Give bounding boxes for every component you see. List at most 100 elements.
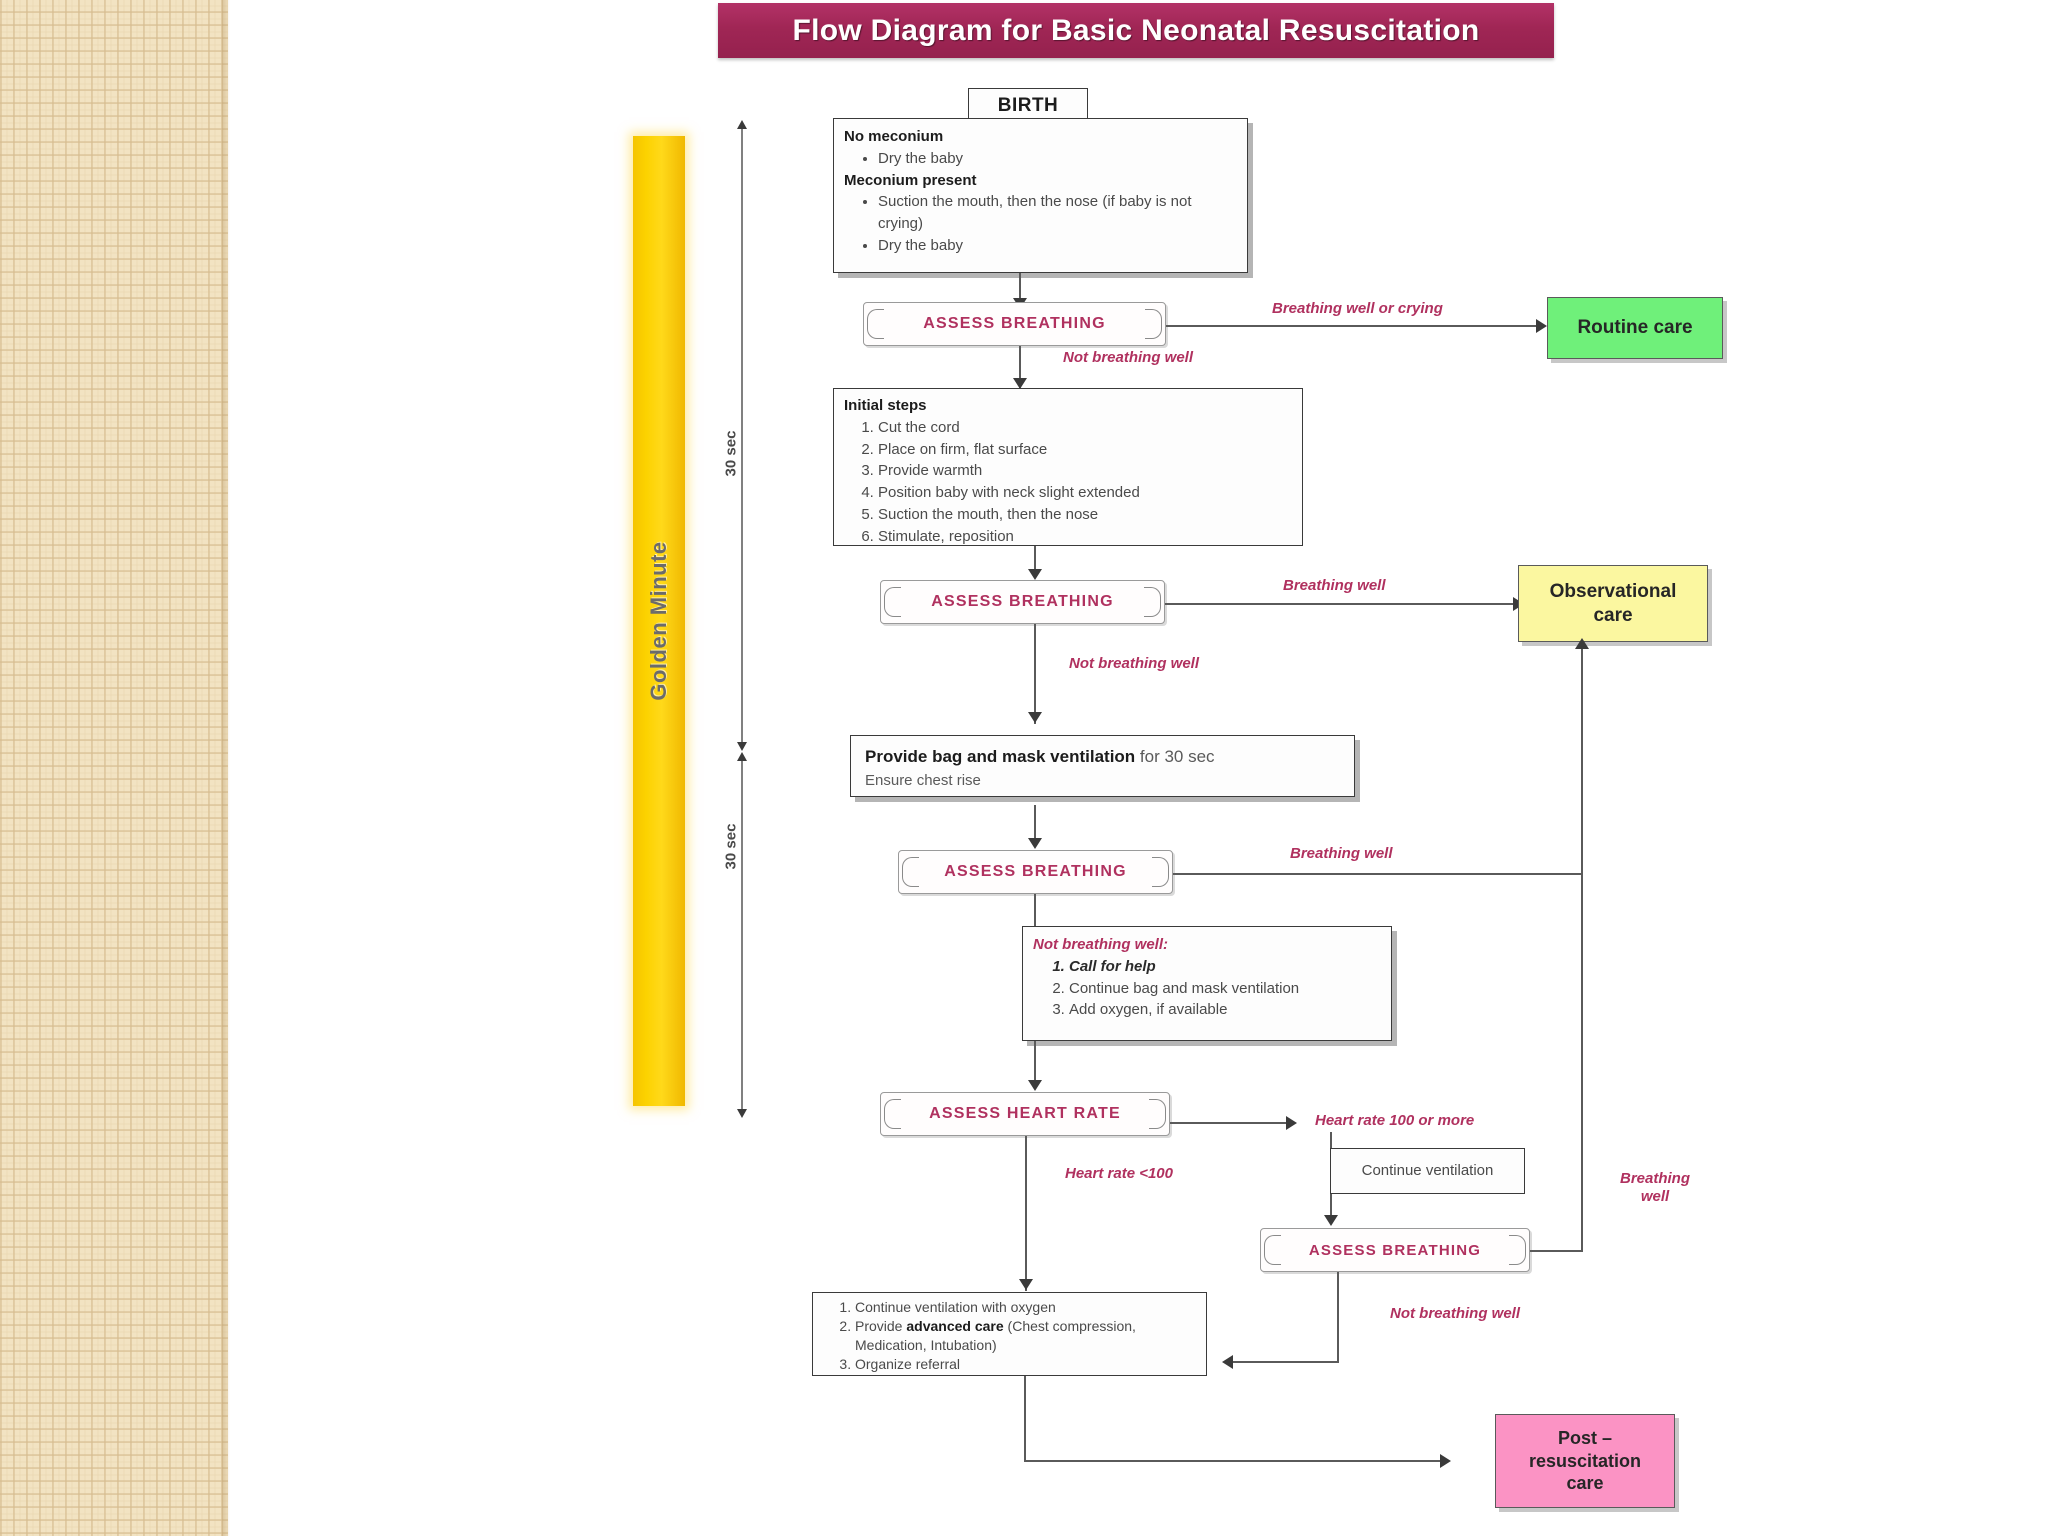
arrow-down-icon-4 [1028,712,1042,723]
bag-mask-rest: for 30 sec [1135,747,1215,766]
connector-right-riser-to-observational [1581,645,1583,875]
arrow-up-icon [1575,638,1589,649]
post-care-line2: resuscitation [1528,1450,1642,1471]
timing-ruler-upper [737,120,747,751]
timing-label-lower: 30 sec [722,823,740,870]
edge-label-breathing-well-4: Breathing well [1610,1170,1700,1206]
connector-assess3-to-actions [1034,894,1036,926]
assess-breathing-2-label: ASSESS BREATHING [931,593,1114,610]
post-care-line3: care [1566,1473,1604,1494]
connector-ventbox-to-assess4 [1330,1194,1332,1222]
list-item: Organize referral [855,1355,1198,1374]
edge-label-not-breathing-well-1: Not breathing well [1063,349,1194,366]
node-assess-breathing-1[interactable]: ASSESS BREATHING [863,302,1166,346]
connector-assess1-to-initial-steps [1019,346,1021,388]
edge-label-heart-rate-100-or-more: Heart rate 100 or more [1315,1112,1475,1129]
assess-heart-rate-label: ASSESS HEART RATE [929,1105,1121,1122]
node-post-resuscitation-care[interactable]: Post – resuscitation care [1495,1414,1675,1508]
edge-label-not-breathing-well-2: Not breathing well [1069,655,1200,672]
connector-initial-steps-to-assess2 [1034,546,1036,576]
breathing-well-4-line2: well [1640,1188,1670,1205]
arrow-down-icon-5 [1028,838,1042,849]
slide-sidebar-edge-shadow [222,0,230,1536]
connector-assess3-breathing-well [1173,873,1583,875]
node-birth-label: BIRTH [997,95,1059,117]
arrow-right-icon-4 [1440,1454,1451,1468]
page-title: Flow Diagram for Basic Neonatal Resuscit… [792,13,1480,47]
arrow-right-icon-3 [1286,1116,1297,1130]
arrow-left-icon [1222,1355,1233,1369]
ruler-arrow-down-icon-2 [737,1109,747,1118]
list-item: Suction the mouth, then the nose (if bab… [878,191,1237,235]
meconium-heading-yes: Meconium present [844,171,977,189]
list-item: Provide warmth [878,460,1292,482]
list-item: Continue ventilation with oxygen [855,1298,1198,1317]
connector-assess2-to-observational [1165,603,1517,605]
node-not-breathing-actions[interactable]: Not breathing well: Call for help Contin… [1022,926,1392,1041]
connector-bagmask-to-assess3 [1034,805,1036,847]
arrow-right-icon [1536,319,1547,333]
list-item: Call for help [1069,956,1381,978]
node-observational-care[interactable]: Observational care [1518,565,1708,642]
routine-care-label: Routine care [1577,317,1693,339]
arrow-down-icon-8 [1019,1279,1033,1290]
node-assess-breathing-4[interactable]: ASSESS BREATHING [1260,1228,1530,1272]
not-breathing-actions-list: Call for help Continue bag and mask vent… [1033,956,1381,1021]
golden-minute-bar: Golden Minute [633,136,685,1106]
edge-label-not-breathing-well-4: Not breathing well [1390,1305,1521,1322]
node-routine-care[interactable]: Routine care [1547,297,1723,359]
arrow-down-icon-6 [1028,1080,1042,1091]
observational-care-label: Observational care [1550,580,1677,628]
node-bag-mask-ventilation[interactable]: Provide bag and mask ventilation for 30 … [850,735,1355,797]
assess-breathing-3-label: ASSESS BREATHING [944,863,1127,880]
edge-label-breathing-well-2: Breathing well [1283,577,1386,594]
post-care-line1: Post – [1557,1428,1612,1449]
assess-breathing-1-label: ASSESS BREATHING [923,315,1106,332]
observational-care-line1: Observational [1549,580,1677,602]
timing-ruler-lower [737,752,747,1118]
edge-label-heart-rate-less-100: Heart rate <100 [1065,1165,1173,1182]
list-item: Stimulate, reposition [878,526,1292,548]
connector-meconium-to-assess1 [1019,273,1021,301]
assess-breathing-4-label: ASSESS BREATHING [1308,1241,1482,1259]
timing-label-upper: 30 sec [722,430,740,477]
node-meconium-instructions[interactable]: No meconium Dry the baby Meconium presen… [833,118,1248,273]
list-item: Cut the cord [878,417,1292,439]
list-item: Place on firm, flat surface [878,439,1292,461]
node-assess-breathing-3[interactable]: ASSESS BREATHING [898,850,1173,894]
node-continue-ventilation[interactable]: Continue ventilation [1330,1148,1525,1194]
connector-advanced-down [1024,1376,1026,1461]
continue-ventilation-label: Continue ventilation [1361,1162,1494,1180]
node-assess-breathing-2[interactable]: ASSESS BREATHING [880,580,1165,624]
arrow-down-icon-3 [1028,569,1042,580]
arrow-down-icon-2 [1013,378,1027,389]
slide-title-bar: Flow Diagram for Basic Neonatal Resuscit… [718,3,1554,58]
list-item: Dry the baby [878,148,1237,170]
advanced-care-list: Continue ventilation with oxygen Provide… [821,1298,1198,1374]
meconium-list-yes: Suction the mouth, then the nose (if bab… [844,191,1237,256]
node-initial-steps[interactable]: Initial steps Cut the cord Place on firm… [833,388,1303,546]
arrow-down-icon-7 [1324,1215,1338,1226]
connector-assess2-to-bagmask [1034,624,1036,724]
meconium-heading-no: No meconium [844,128,944,145]
ruler-arrow-up-icon [737,120,747,129]
node-advanced-care[interactable]: Continue ventilation with oxygen Provide… [812,1292,1207,1376]
list-item: Continue bag and mask ventilation [1069,978,1381,1000]
edge-label-breathing-well-3: Breathing well [1290,845,1393,862]
meconium-list-no: Dry the baby [844,148,1237,170]
connector-assess4-breathing-well [1530,1250,1582,1252]
bag-mask-main-line: Provide bag and mask ventilation for 30 … [865,745,1340,770]
bag-mask-bold: Provide bag and mask ventilation [865,747,1136,766]
list-item: Add oxygen, if available [1069,999,1381,1021]
connector-assess4-not-breathing-down [1337,1272,1339,1362]
list-item: Provide advanced care (Chest compression… [855,1317,1198,1355]
advanced-care-item2-bold: advanced care [906,1317,1004,1334]
connector-assess1-to-routine [1166,325,1540,327]
not-breathing-actions-heading: Not breathing well: [1033,936,1168,953]
connector-heartrate-low [1025,1136,1027,1291]
initial-steps-list: Cut the cord Place on firm, flat surface… [844,417,1292,548]
node-assess-heart-rate[interactable]: ASSESS HEART RATE [880,1092,1170,1136]
advanced-care-item2-post: (Chest compression, Medication, Intubati… [855,1317,1136,1353]
golden-minute-label: Golden Minute [646,541,671,701]
